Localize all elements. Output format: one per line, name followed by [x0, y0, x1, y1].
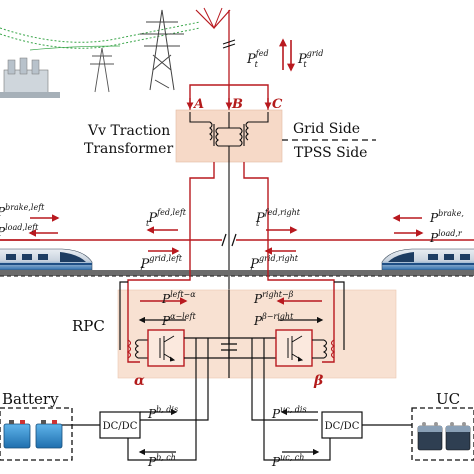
dcdc-right-label: DC/DC	[325, 421, 360, 432]
p-uc-ch-label: Puc, ch	[271, 453, 304, 469]
dcdc-right-box	[321, 411, 363, 439]
rpc-return-lines	[119, 281, 345, 378]
p-b-ch-label: Pb, ch	[147, 453, 176, 469]
grid-feed-line	[222, 10, 236, 85]
dc-link-bus	[184, 337, 276, 359]
transmission-tower-icon	[140, 9, 184, 91]
alpha-transformer-icon	[126, 339, 148, 359]
beta-transformer-icon	[312, 339, 336, 359]
transformer-windings-icon	[189, 112, 269, 290]
power-grid-illustration	[0, 7, 231, 98]
rpc-label: RPC	[72, 317, 105, 335]
p-uc-dis-label: Puc, dis	[271, 405, 307, 421]
p-load-left-label: Pload,left	[0, 223, 39, 239]
tpss-side-label: TPSS Side	[294, 145, 367, 161]
right-train-icon	[381, 248, 474, 271]
uc-label: UC	[436, 390, 460, 408]
uc-dashed-box	[411, 407, 474, 461]
phase-a-label: A	[192, 97, 204, 112]
dc-capacitor-icon	[221, 338, 237, 358]
p-right-beta-label: Pright−β	[253, 290, 294, 306]
secondary-lines	[189, 162, 269, 240]
beta-converter-icon	[275, 329, 313, 367]
battery-dashed-box	[0, 407, 73, 461]
transformer-name-line1: Vv Traction	[87, 123, 170, 139]
p-left-alpha-label: Pleft−α	[161, 290, 196, 306]
neutral-section-icon	[221, 233, 237, 247]
p-beta-right-label: Pβ−right	[253, 312, 294, 328]
substation-icon	[0, 57, 60, 98]
alpha-converter-icon	[147, 329, 185, 367]
storage-dc-lines	[60, 358, 412, 461]
grid-side-label: Grid Side	[293, 121, 360, 137]
transformer-name-line2: Transformer	[84, 141, 173, 157]
p-brake-left-label: Pbrake,left	[0, 203, 45, 219]
left-train-icon	[0, 239, 93, 271]
p-load-right-label: Pload,r	[429, 229, 463, 245]
rpc-feed-lines	[127, 240, 335, 363]
phase-c-label: C	[272, 97, 283, 112]
phase-b-label: B	[231, 97, 243, 112]
transmission-tower-small-icon	[90, 47, 114, 93]
battery-label: Battery	[2, 390, 59, 408]
beta-label: β	[313, 373, 324, 389]
p-b-dis-label: Pb, dis	[147, 405, 178, 421]
dcdc-left-box	[99, 411, 141, 439]
ultracapacitor-icon	[417, 422, 471, 451]
alpha-label: α	[134, 373, 145, 389]
battery-pack-icon	[3, 420, 63, 449]
dcdc-left-label: DC/DC	[103, 421, 138, 432]
p-brake-right-label: Pbrake,	[429, 209, 464, 225]
rail-track	[0, 270, 474, 277]
p-alpha-left-label: Pα−left	[161, 312, 196, 328]
